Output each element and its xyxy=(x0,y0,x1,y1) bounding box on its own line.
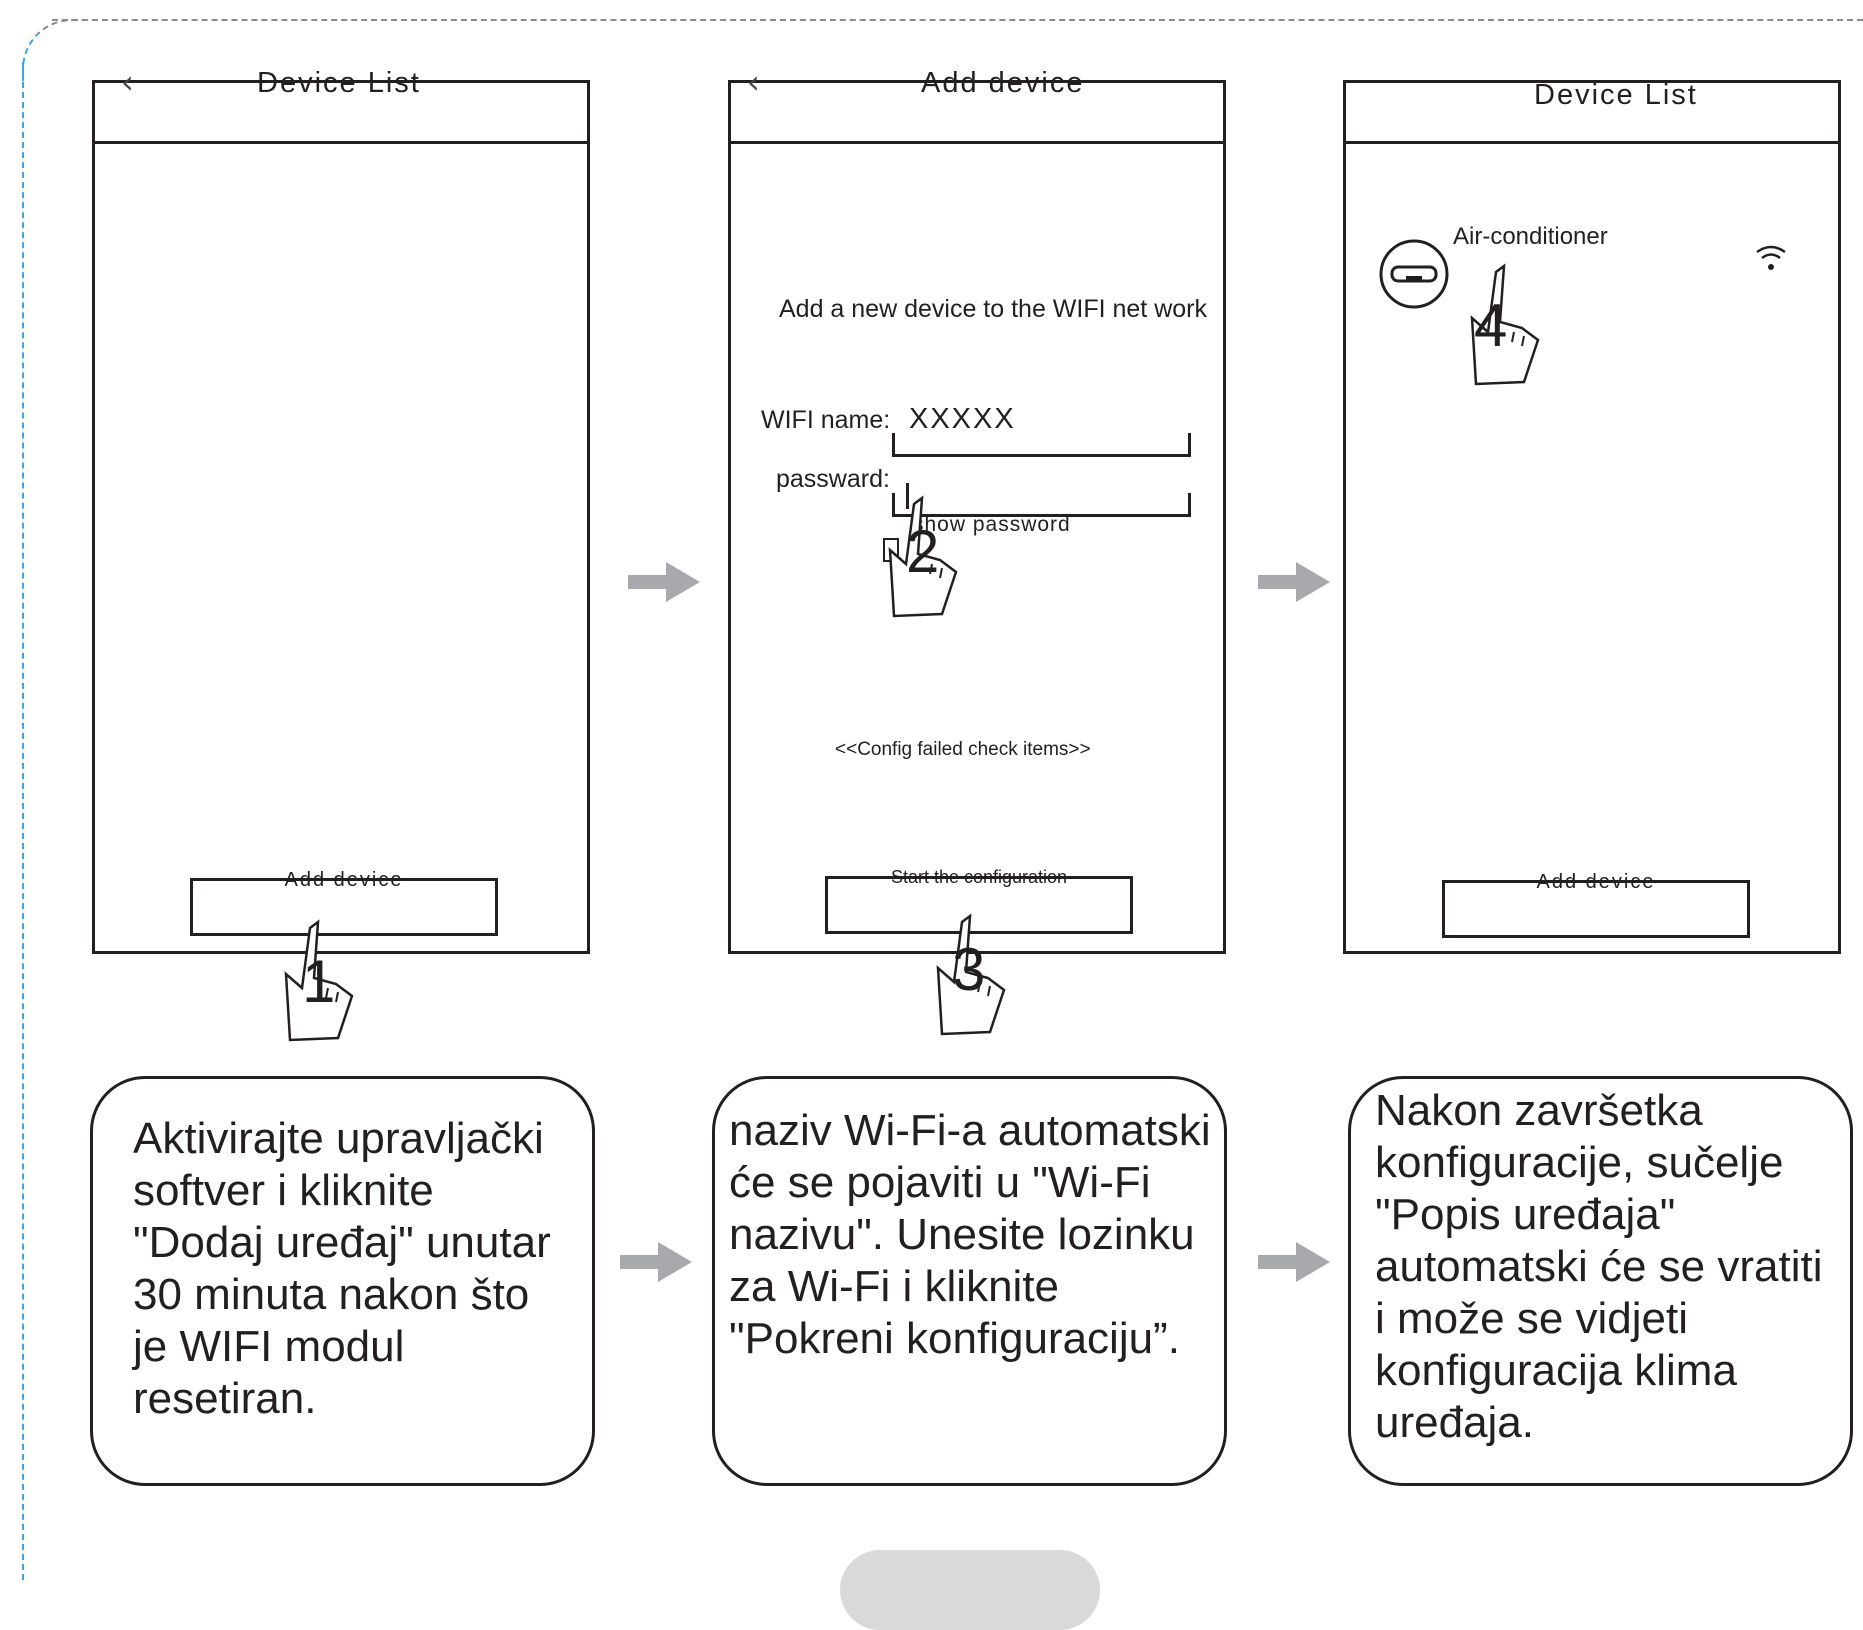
step-number-3: 3 xyxy=(952,936,986,1003)
page-border-left xyxy=(22,62,24,1580)
instruction-text-3: Nakon završetka konfiguracije, sučelje "… xyxy=(1375,1086,1823,1447)
screen-header xyxy=(1346,83,1838,144)
instruction-card-1: Aktivirajte upravljački softver i klikni… xyxy=(90,1076,595,1486)
chevron-left-icon[interactable]: ‹ xyxy=(747,63,760,101)
wifi-name-value: XXXXX xyxy=(909,403,1016,435)
step-number-2: 2 xyxy=(906,518,940,585)
add-device-button[interactable]: Add device xyxy=(190,869,498,936)
phone-screen-add-device: ‹ Add device Add a new device to the WIF… xyxy=(728,63,1226,954)
wifi-name-label: WIFI name: xyxy=(761,406,891,434)
page-border-corner xyxy=(22,19,84,81)
screen-title: Device List xyxy=(257,67,421,99)
tap-hand-icon xyxy=(1470,263,1540,386)
arrow-right-icon xyxy=(620,1242,692,1282)
add-device-label: Add device xyxy=(1536,871,1656,893)
tap-hand-icon xyxy=(936,913,1006,1036)
step-number-1: 1 xyxy=(302,948,336,1015)
phone-screen-device-list: ‹ Device List Add device xyxy=(92,63,590,954)
tap-hand-icon xyxy=(888,495,958,618)
device-name: Air-conditioner xyxy=(1453,223,1608,250)
text-cursor xyxy=(906,483,909,509)
arrow-right-icon xyxy=(628,562,700,602)
instruction-text-1: Aktivirajte upravljački softver i klikni… xyxy=(133,1114,551,1423)
page-tab xyxy=(840,1550,1100,1630)
instruction-card-3: Nakon završetka konfiguracije, sučelje "… xyxy=(1348,1076,1853,1486)
add-device-label: Add device xyxy=(284,869,404,891)
start-configuration-label: Start the configuration xyxy=(890,867,1068,887)
screen-header xyxy=(95,83,587,144)
wifi-signal-icon xyxy=(1756,245,1786,270)
add-device-button[interactable]: Add device xyxy=(1442,871,1750,938)
wifi-name-field[interactable] xyxy=(892,433,1191,457)
screen-header xyxy=(731,83,1223,144)
air-conditioner-icon xyxy=(1379,239,1449,309)
password-label: passward: xyxy=(776,465,890,493)
chevron-left-icon[interactable]: ‹ xyxy=(121,63,134,101)
instruction-text-2: naziv Wi-Fi-a automatski će se pojaviti … xyxy=(729,1106,1211,1363)
screen-title: Add device xyxy=(921,67,1085,99)
page-border-top xyxy=(52,19,1863,21)
password-field[interactable] xyxy=(892,493,1191,517)
instruction-card-2: naziv Wi-Fi-a automatski će se pojaviti … xyxy=(712,1076,1227,1486)
show-password-label[interactable]: show password xyxy=(913,513,1071,536)
phone-screen-device-list-result: Device List Air-conditioner Add device xyxy=(1343,79,1841,954)
config-failed-link[interactable]: <<Config failed check items>> xyxy=(835,739,1091,760)
step-number-4: 4 xyxy=(1474,292,1508,359)
tap-hand-icon xyxy=(284,919,354,1042)
arrow-right-icon xyxy=(1258,562,1330,602)
add-device-subtitle: Add a new device to the WIFI net work xyxy=(779,295,1207,323)
arrow-right-icon xyxy=(1258,1242,1330,1282)
start-configuration-button[interactable]: Start the configuration xyxy=(825,867,1133,934)
screen-title: Device List xyxy=(1534,79,1698,111)
